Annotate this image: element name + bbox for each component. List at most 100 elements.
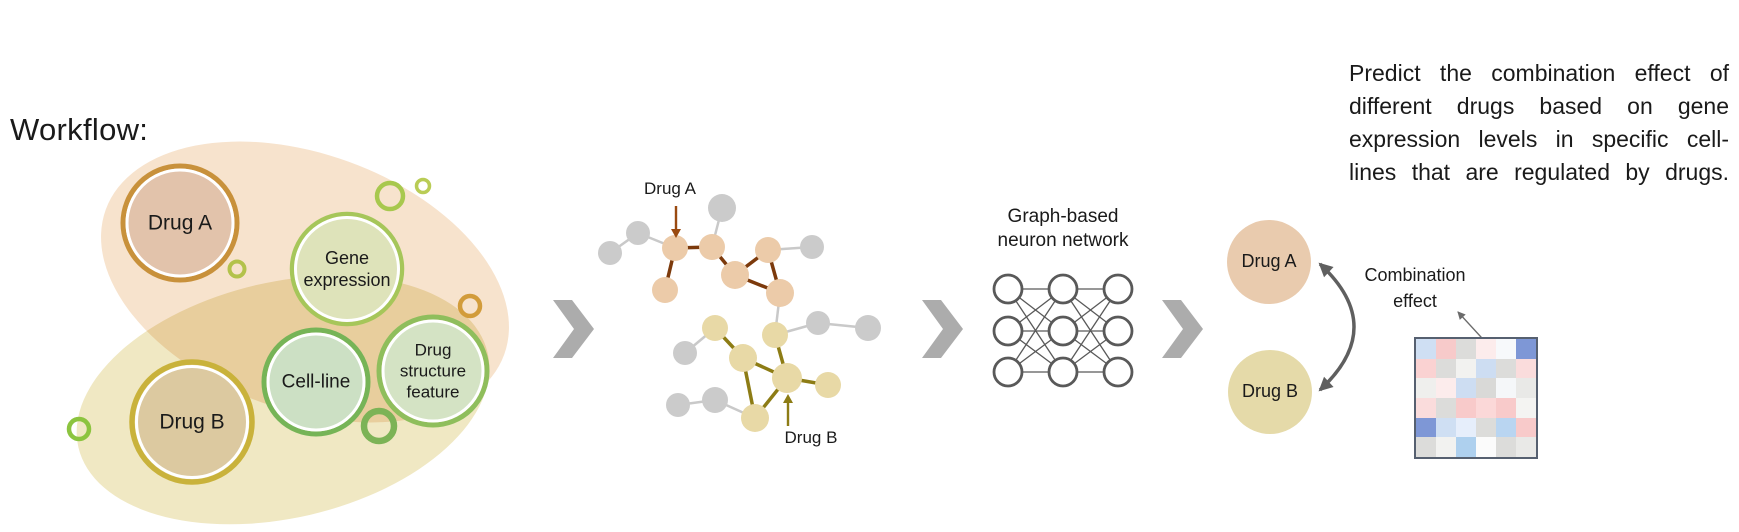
molecule-node	[702, 315, 728, 341]
molecule-node	[755, 237, 781, 263]
molecule-node	[800, 235, 824, 259]
molecule-node	[741, 404, 769, 432]
molecule-node	[666, 393, 690, 417]
heatmap-cell	[1436, 358, 1456, 379]
molecule-node	[598, 241, 622, 265]
heatmap-cell	[1496, 358, 1516, 379]
molecule-node	[766, 279, 794, 307]
nn-node	[1102, 315, 1134, 347]
decor-ring-icon	[66, 416, 92, 442]
molecule-node	[662, 235, 688, 261]
output-drug-a-label: Drug A	[1241, 251, 1297, 271]
molecule-drug-b-label: Drug B	[784, 428, 838, 447]
heatmap-cell	[1456, 358, 1476, 379]
heatmap-cell	[1436, 397, 1456, 418]
molecule-arrow-icon	[671, 206, 681, 238]
nn-node	[992, 356, 1024, 388]
nn-node	[992, 315, 1024, 347]
output-circle-drug-b	[1228, 350, 1312, 434]
heatmap-cell	[1456, 437, 1476, 457]
heatmap-cell	[1436, 437, 1456, 457]
molecule-node	[855, 315, 881, 341]
heatmap-cell	[1516, 378, 1536, 398]
heatmap-cell	[1496, 417, 1516, 438]
molecule-node	[708, 194, 736, 222]
page-title: Workflow:	[10, 112, 149, 147]
molecule-node	[626, 221, 650, 245]
heatmap-cell	[1496, 437, 1516, 457]
heatmap-cell	[1436, 339, 1456, 359]
molecule-node	[806, 311, 830, 335]
molecule-node	[673, 341, 697, 365]
molecule-node	[729, 344, 757, 372]
nn-node	[1102, 356, 1134, 388]
chevron-right-icon	[1162, 300, 1203, 358]
description-text: Predict the combination effect of differ…	[1349, 57, 1729, 189]
network-title-line1: Graph-based	[1007, 206, 1119, 227]
decor-ring-icon	[227, 259, 247, 279]
chevron-right-icon	[922, 300, 963, 358]
heatmap-cell	[1496, 397, 1516, 418]
heatmap-cell	[1456, 417, 1476, 438]
molecule-drug-a-label: Drug A	[644, 179, 696, 198]
heatmap-cell	[1476, 378, 1496, 398]
description-line: expression levels in specific cell-	[1349, 126, 1729, 152]
nn-node	[1047, 273, 1079, 305]
heatmap-cell	[1516, 358, 1536, 379]
heatmap-cell	[1436, 417, 1456, 438]
heatmap-cell	[1516, 339, 1536, 359]
drug-interaction-graph	[598, 194, 881, 432]
decor-ring-icon	[360, 407, 398, 445]
bubble-cell-line: Cell-line	[261, 327, 371, 437]
synergy-heatmap	[1414, 337, 1538, 459]
nn-node	[992, 273, 1024, 305]
output-circle-drug-a	[1227, 220, 1311, 304]
chevron-right-icon	[553, 300, 594, 358]
heatmap-cell	[1416, 437, 1436, 457]
combination-effect-line1: Combination	[1364, 265, 1466, 285]
combination-effect-label: Combination effect	[1352, 262, 1478, 314]
molecule-node	[652, 277, 678, 303]
heatmap-cell	[1416, 397, 1436, 418]
bubble-drug-a: Drug A	[120, 163, 240, 283]
heatmap-cell	[1516, 437, 1536, 457]
heatmap-cell	[1496, 378, 1516, 398]
heatmap-cell	[1476, 358, 1496, 379]
molecule-node	[815, 372, 841, 398]
bubble-drug-b-label: Drug B	[159, 411, 224, 434]
nn-node	[1102, 273, 1134, 305]
heatmap-cell	[1416, 378, 1436, 398]
nn-node	[1047, 356, 1079, 388]
nn-node	[1047, 315, 1079, 347]
combination-effect-line2: effect	[1393, 291, 1437, 311]
decor-ring-icon	[414, 177, 432, 195]
molecule-node	[762, 322, 788, 348]
description-line: Predict the combination effect of	[1349, 60, 1729, 86]
bubble-drug-a-label: Drug A	[148, 212, 212, 235]
heatmap-cell	[1436, 378, 1456, 398]
molecule-arrow-icon	[783, 394, 793, 426]
combination-arrow-icon	[1318, 262, 1356, 392]
heatmap-cell	[1456, 339, 1476, 359]
bubble-cell-line-label: Cell-line	[282, 372, 351, 393]
heatmap-cell	[1456, 378, 1476, 398]
heatmap-cell	[1476, 339, 1496, 359]
molecule-node	[699, 234, 725, 260]
decor-ring-icon	[374, 180, 406, 212]
output-drug-b-label: Drug B	[1241, 381, 1299, 401]
molecule-node	[721, 261, 749, 289]
neural-network-diagram	[992, 273, 1134, 388]
decor-ring-icon	[457, 293, 483, 319]
heatmap-cell	[1416, 339, 1436, 359]
heatmap-cell	[1496, 339, 1516, 359]
network-title: Graph-based neuron network	[980, 205, 1146, 253]
heatmap-cell	[1516, 397, 1536, 418]
heatmap-cell	[1476, 437, 1496, 457]
network-title-line2: neuron network	[997, 230, 1129, 251]
heatmap-cell	[1416, 417, 1436, 438]
